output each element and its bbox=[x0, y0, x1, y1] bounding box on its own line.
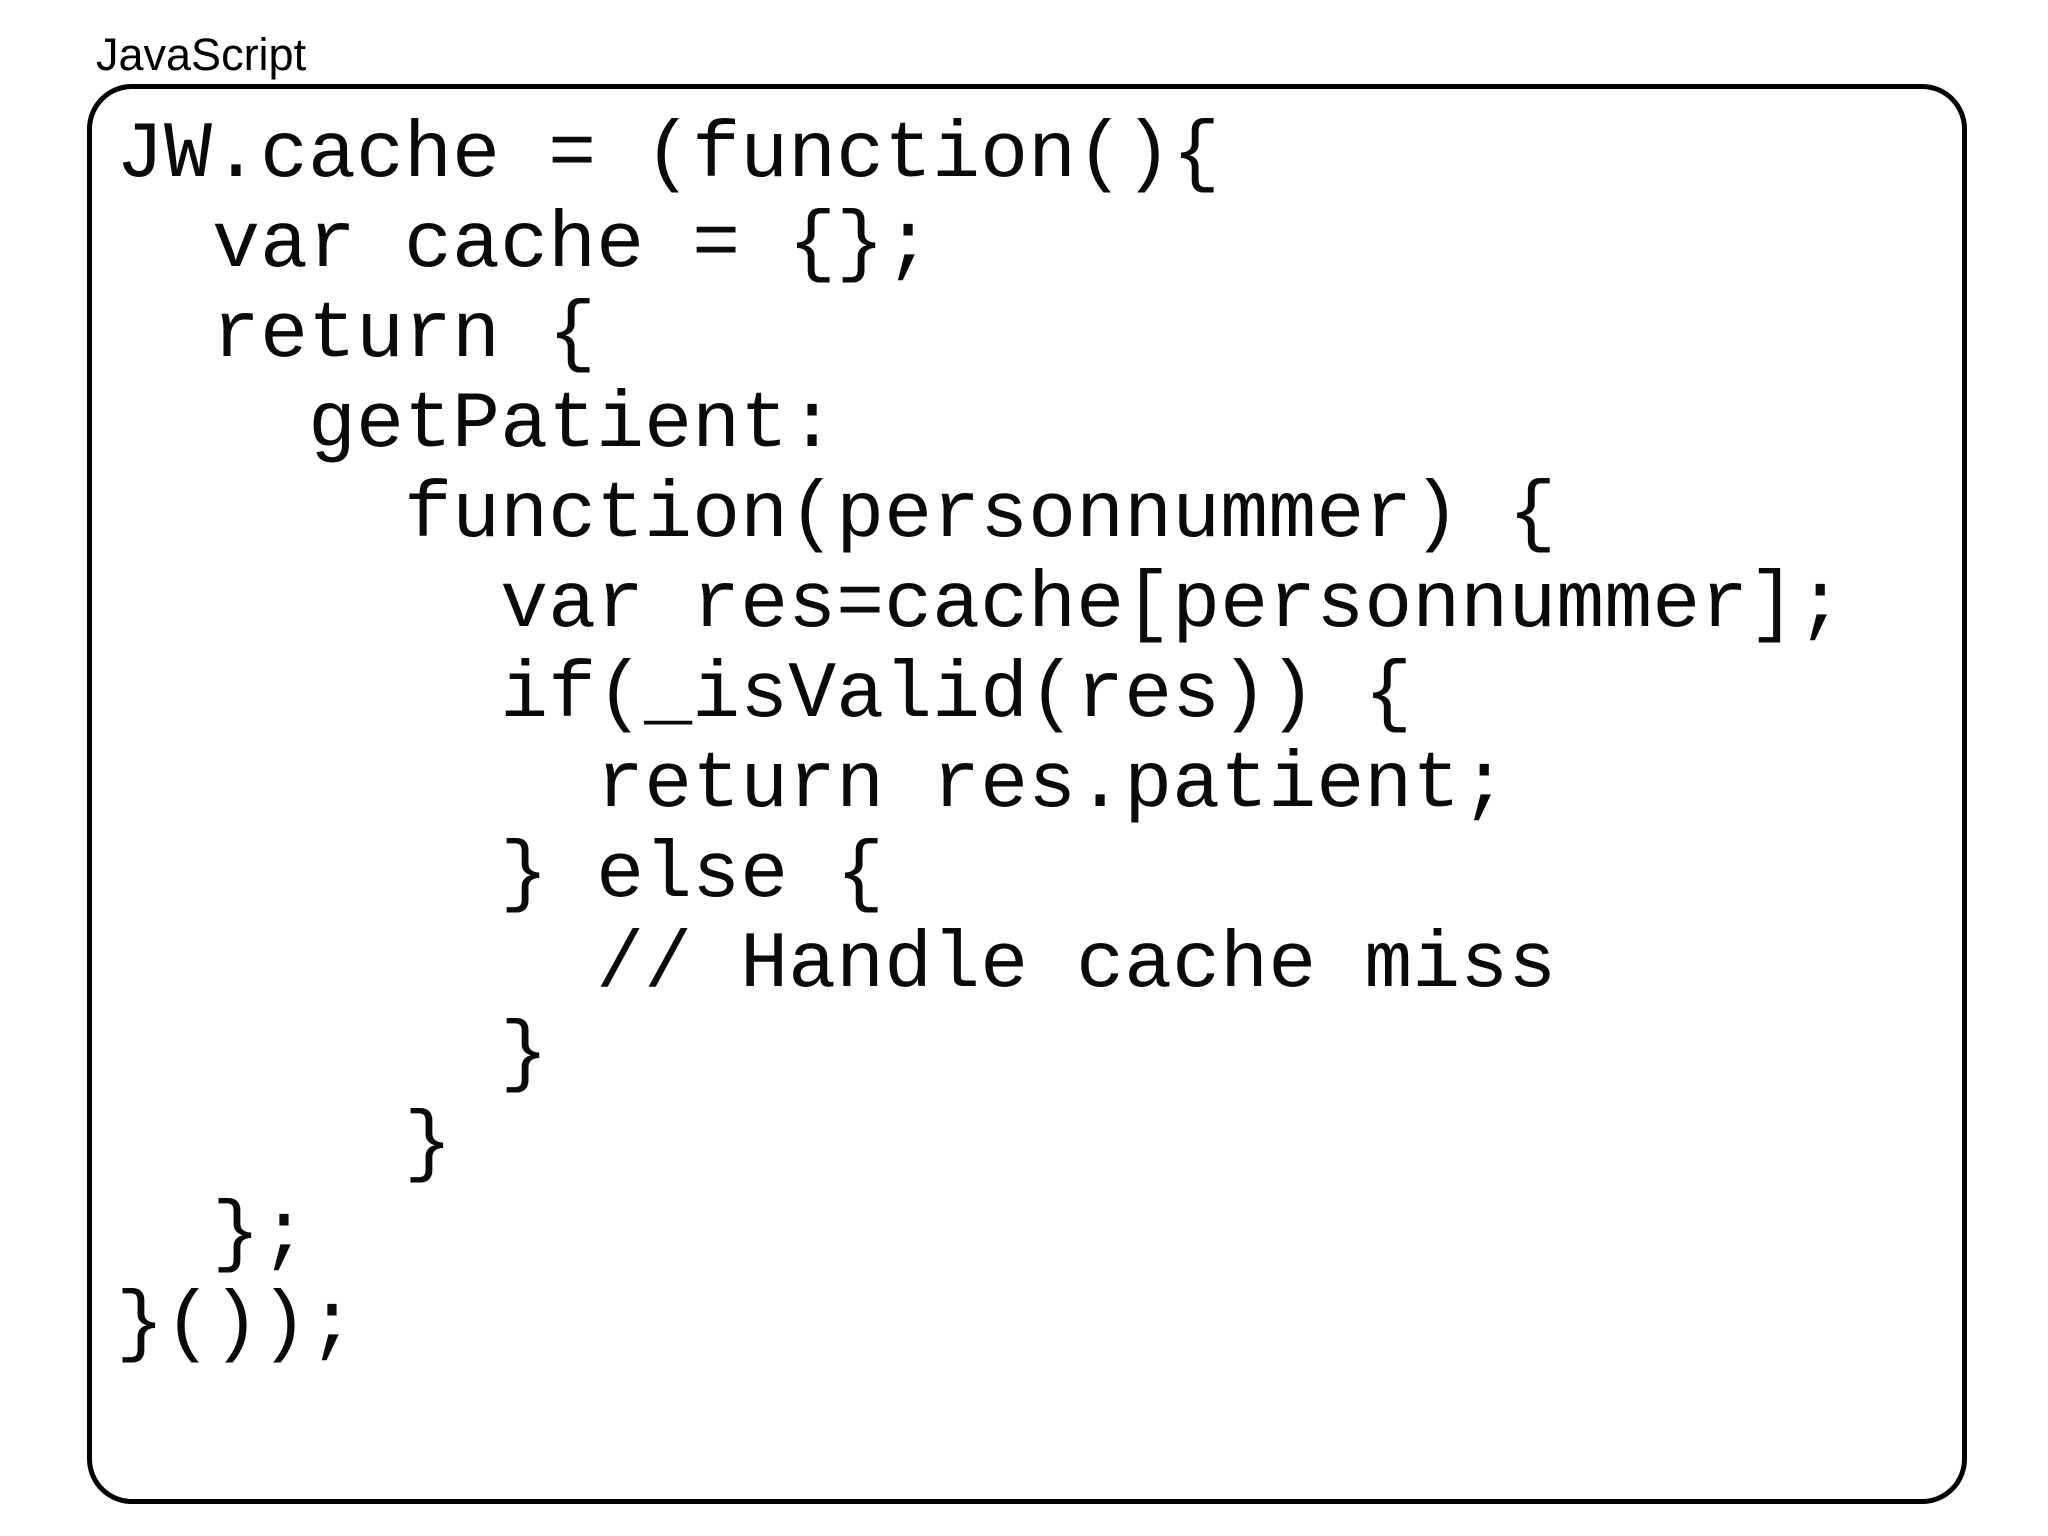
code-box bbox=[87, 84, 1967, 1504]
code-block: JW.cache = (function(){ var cache = {}; … bbox=[116, 110, 1845, 1371]
code-language-label: JavaScript bbox=[96, 29, 307, 80]
